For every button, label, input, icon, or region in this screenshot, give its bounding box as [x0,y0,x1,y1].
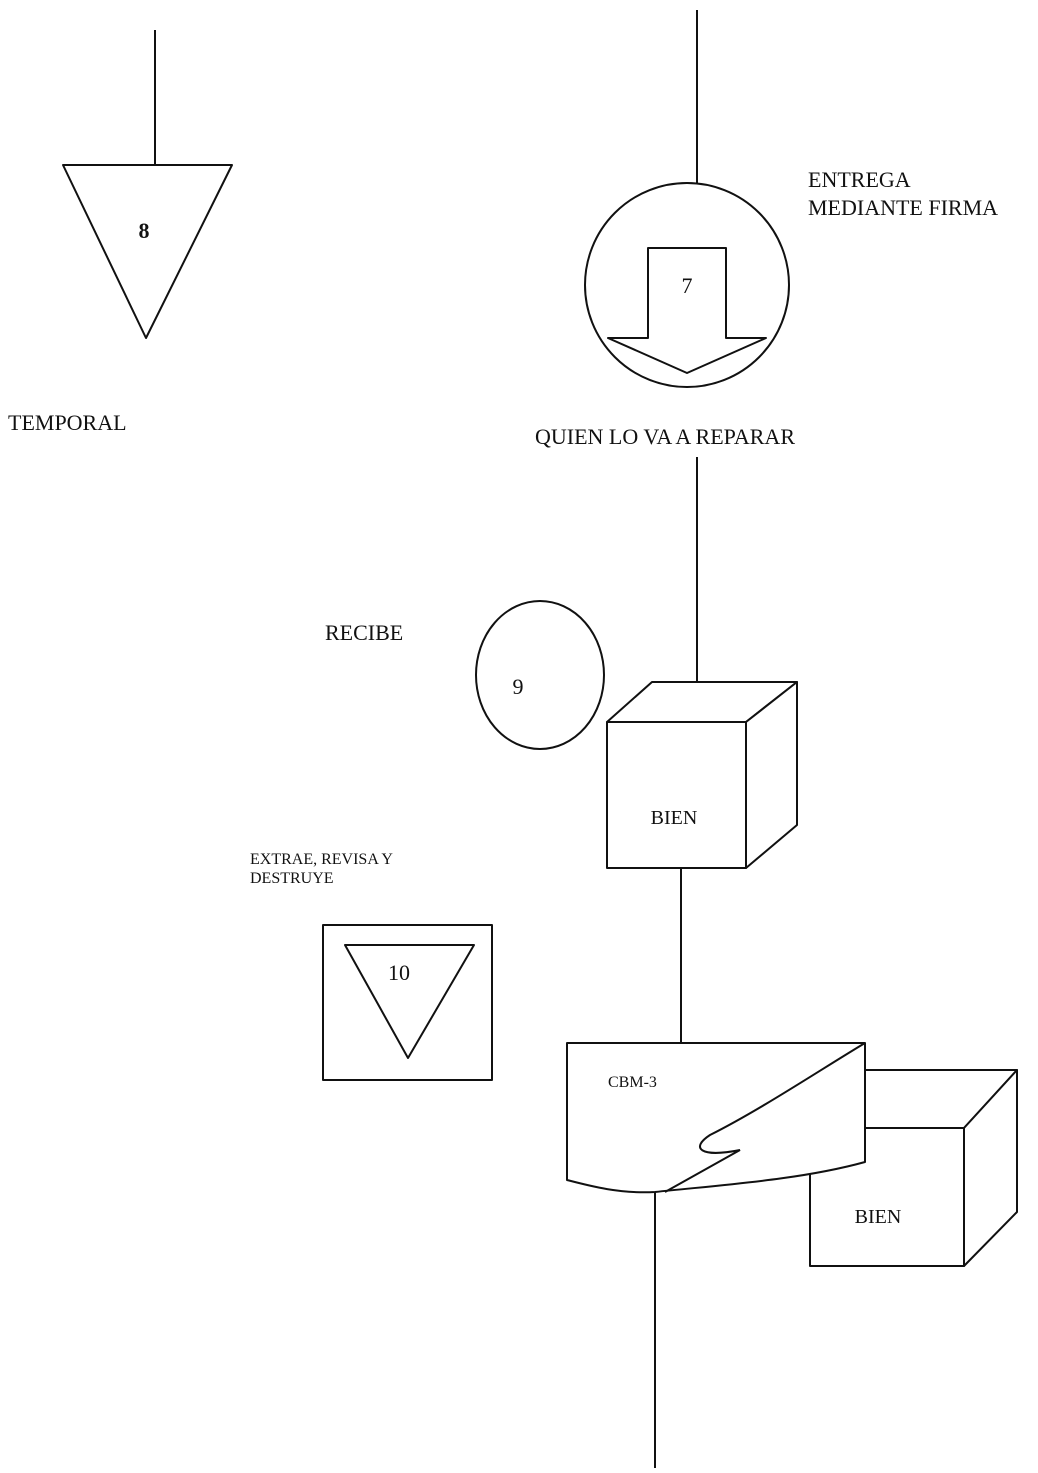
document-shape-cbm3 [567,1043,865,1192]
recibe-label: RECIBE [325,620,403,645]
step8-number: 8 [139,218,150,243]
extrae-label-line1: EXTRAE, REVISA Y [250,851,393,868]
step9-number: 9 [513,674,524,699]
step10-number: 10 [388,960,410,985]
entrega-label-line2: MEDIANTE FIRMA [808,195,998,220]
temporal-label: TEMPORAL [8,410,127,435]
bien-lower-label: BIEN [855,1206,902,1228]
cube-front-face [607,722,746,868]
quien-repara-label: QUIEN LO VA A REPARAR [535,424,795,449]
bien-upper-label: BIEN [651,807,698,829]
cbm3-label: CBM-3 [608,1074,657,1091]
entrega-label-line1: ENTREGA [808,167,911,192]
extrae-label-line2: DESTRUYE [250,870,334,887]
operation-circle-step9 [476,601,604,749]
storage-triangle-step8 [63,165,232,338]
step7-number: 7 [682,273,693,298]
